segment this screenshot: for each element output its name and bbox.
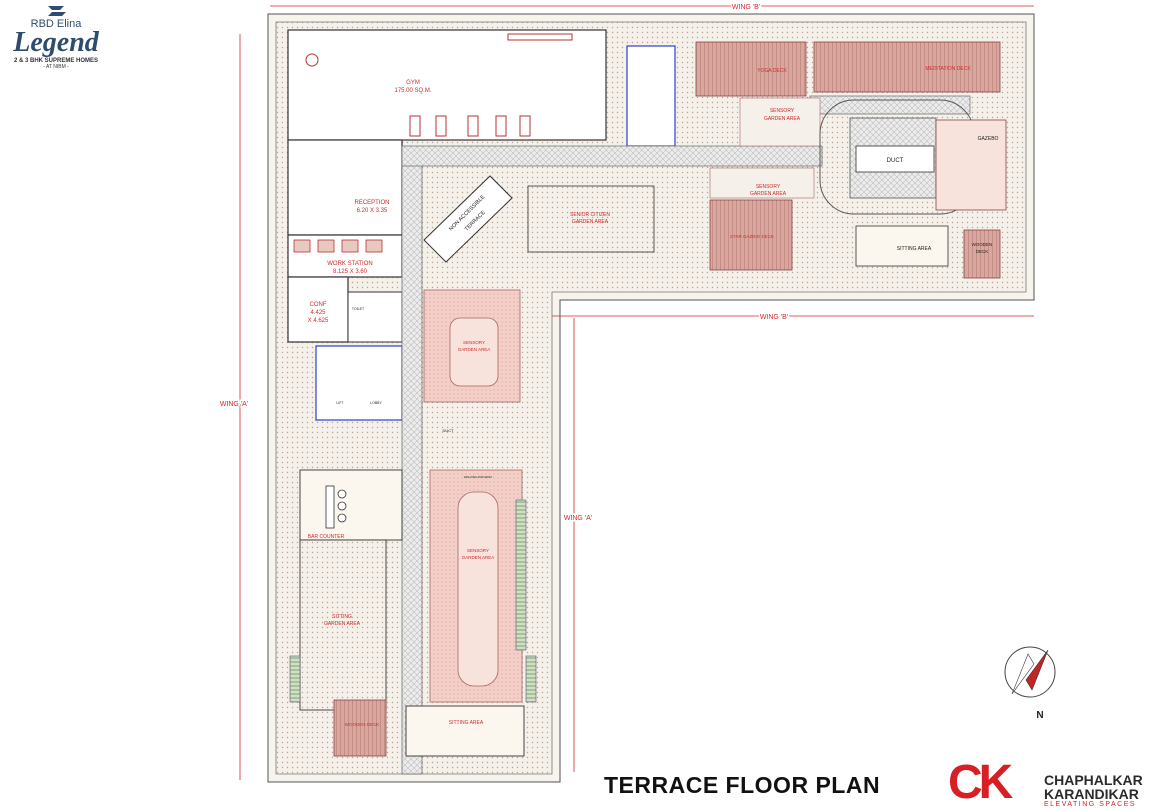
sensory-garden-lower-inner <box>457 491 499 687</box>
label-yoga-deck: YOGA DECK <box>757 68 787 74</box>
star-gazing-deck <box>709 199 793 271</box>
label-reception-size: 6.20 X 3.35 <box>357 208 388 214</box>
sensory-garden-b1 <box>739 97 821 147</box>
wooden-deck-b <box>963 229 1001 279</box>
north-label: N <box>1036 710 1043 721</box>
wing-b-mid: WING 'B' <box>760 314 788 321</box>
toilet-room <box>347 291 403 343</box>
label-sensory-a2: SENSORY <box>467 548 489 553</box>
project-name: Legend <box>13 27 99 58</box>
label-garden-a1: GARDEN AREA <box>458 347 491 352</box>
label-meditation-deck: MEDITATION DECK <box>925 66 971 72</box>
planter-right <box>525 655 537 703</box>
brand-mark-icon <box>48 6 66 16</box>
label-gym: GYM <box>406 80 420 86</box>
gazebo <box>935 119 1007 211</box>
conf-room <box>287 276 349 343</box>
bar-area <box>299 469 403 541</box>
architect-logo: CK CHAPHALKAR KARANDIKAR ELEVATING SPACE… <box>948 756 1158 809</box>
reception-room <box>287 139 403 236</box>
planter-left <box>289 655 301 703</box>
label-sitting-garden: GARDEN AREA <box>324 621 361 627</box>
sitting-area-b <box>855 225 949 267</box>
architect-mark-icon: CK <box>948 756 1013 809</box>
corridor-b-upper <box>809 95 971 115</box>
label-bar-counter: BAR COUNTER <box>308 534 345 540</box>
label-garden-b2: GARDEN AREA <box>750 191 787 197</box>
label-senior-garden: GARDEN AREA <box>572 219 609 225</box>
label-conf-size2: X 4.625 <box>308 318 329 324</box>
sensory-garden-upper-inner <box>449 317 499 387</box>
label-workstation-size: 8.125 X 3.60 <box>333 269 368 275</box>
core-stair-a <box>315 345 403 421</box>
label-garden-b1: GARDEN AREA <box>764 116 801 122</box>
non-accessible-terrace <box>423 175 513 263</box>
label-sitting-area-a: SITTING AREA <box>449 720 484 726</box>
meditation-deck <box>813 41 1001 93</box>
project-tagline: 2 & 3 BHK SUPREME HOMES <box>13 58 98 64</box>
sensory-garden-b2 <box>709 167 815 199</box>
wooden-deck-a <box>333 699 387 757</box>
label-sensory-a1: SENSORY <box>463 340 485 345</box>
corridor-top <box>401 145 823 167</box>
label-sensory-b1: SENSORY <box>770 108 795 114</box>
label-sensory-b2: SENSORY <box>756 184 781 190</box>
label-conf-size1: 4.425 <box>310 310 326 316</box>
sitting-garden <box>299 539 387 711</box>
dimension-lines <box>239 5 1034 780</box>
label-star-gazing: STAR GAZING DECK <box>730 234 774 239</box>
label-gazebo: GAZEBO <box>978 136 999 142</box>
label-garden-a2: GARDEN AREA <box>462 555 495 560</box>
yoga-deck <box>695 41 807 97</box>
architect-name-line1: CHAPHALKAR <box>1044 772 1143 788</box>
gym-equipment <box>305 33 573 137</box>
planter-strip <box>515 499 527 651</box>
label-gym-area: 175.00 SQ.M. <box>394 88 431 94</box>
project-logo: RBD Elina Legend 2 & 3 BHK SUPREME HOMES… <box>6 4 106 70</box>
label-senior-citizen: SENIOR CITIZEN <box>570 212 610 218</box>
architect-tagline: ELEVATING SPACES <box>1044 801 1137 808</box>
project-location: - AT NIBM - <box>43 64 69 70</box>
wing-a-left: WING 'A' <box>220 401 248 408</box>
north-arrow-icon: N <box>1004 646 1056 721</box>
senior-citizen-garden <box>527 185 655 253</box>
wing-a-mid: WING 'A' <box>564 515 592 522</box>
label-walking-pathway: WALKING PATHWAY <box>464 475 493 479</box>
label-reception: RECEPTION <box>354 200 389 206</box>
brand-name: RBD Elina <box>30 18 82 30</box>
label-duct-a: DUCT <box>442 428 454 433</box>
label-duct-b: DUCT <box>887 158 904 164</box>
core-stair-b <box>626 45 676 147</box>
bar-stools <box>325 485 347 529</box>
work-station-desks <box>293 239 383 253</box>
label-wooden-b: WOODEN <box>972 242 993 247</box>
duct-b-box <box>855 145 935 173</box>
label-conf: CONF <box>310 302 327 308</box>
sitting-area-a <box>405 705 525 757</box>
gym-room <box>287 29 607 141</box>
label-lift: LIFT <box>336 401 344 405</box>
label-deck-b: DECK <box>976 249 989 254</box>
label-workstation: WORK STATION <box>327 261 372 267</box>
label-lobby: LOBBY <box>370 401 382 405</box>
page-title: TERRACE FLOOR PLAN <box>604 772 881 798</box>
label-toilet: TOILET <box>352 307 365 311</box>
corridor-main-a <box>401 149 423 775</box>
wing-b-top: WING 'B' <box>732 4 760 11</box>
label-wooden-deck-a: WOODEN DECK <box>345 722 380 727</box>
label-sitting: SITTING <box>332 614 352 620</box>
architect-name-line2: KARANDIKAR <box>1044 786 1139 802</box>
label-sitting-area-b: SITTING AREA <box>897 246 932 252</box>
